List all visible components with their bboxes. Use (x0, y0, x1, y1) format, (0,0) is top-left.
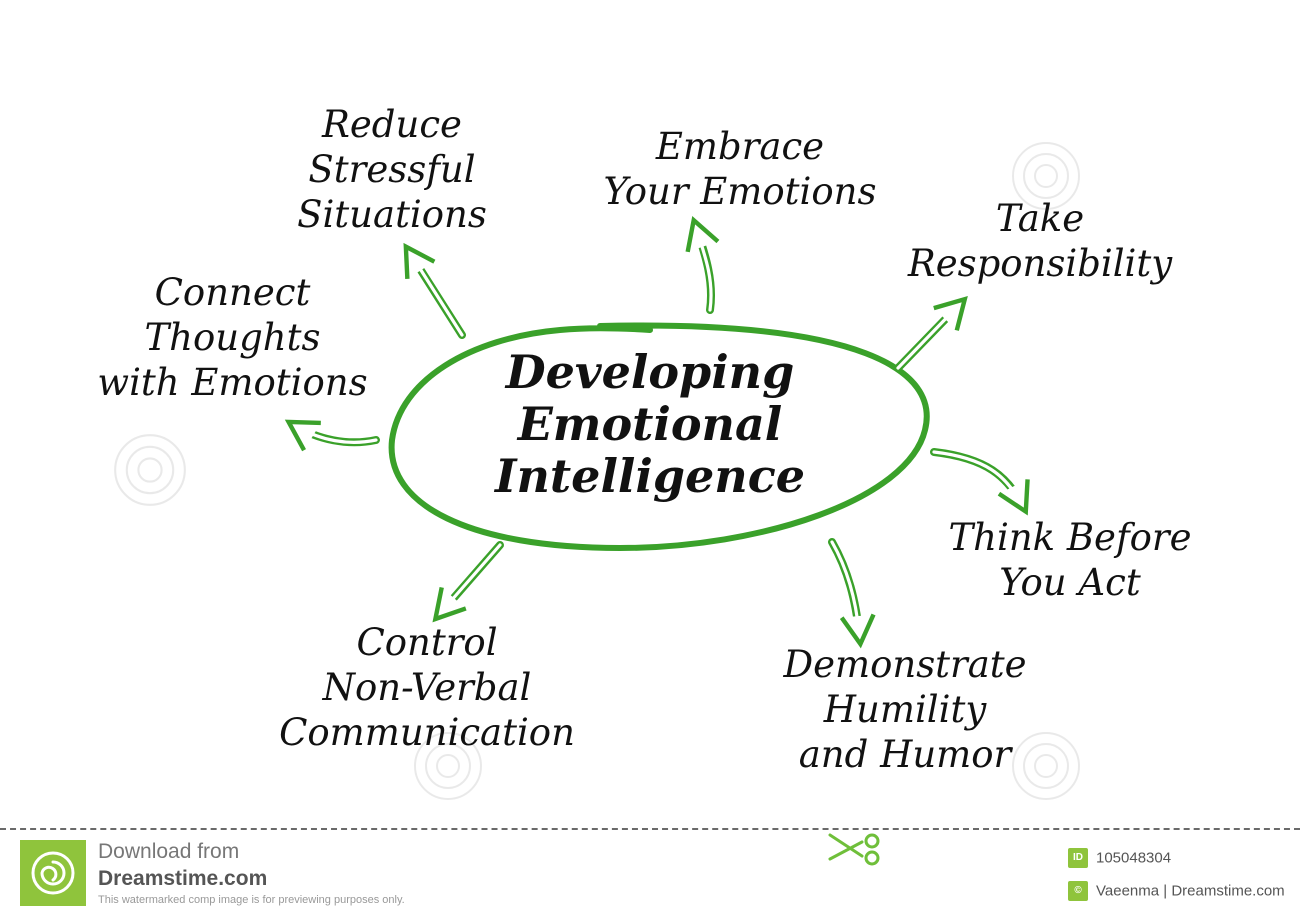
node-line: Think Before (948, 516, 1192, 559)
node-line: Reduce (322, 103, 462, 146)
node-line: Communication (279, 711, 575, 754)
central-line: Emotional (517, 397, 783, 451)
author-row: © Vaeenma | Dreamstime.com (1068, 881, 1285, 901)
node-control-non-verbal-communication: Control Non-Verbal Communication (232, 620, 622, 755)
id-badge: ID (1068, 848, 1088, 868)
center-ellipse (388, 322, 930, 552)
watermark-spiral-icon (414, 732, 482, 800)
watermark-footer: Download from Dreamstime.com This waterm… (0, 828, 1300, 919)
node-demonstrate-humility-and-humor: Demonstrate Humility and Humor (745, 642, 1065, 777)
diagram-graphics (284, 216, 1030, 649)
dreamstime-spiral-icon (31, 851, 75, 895)
watermark-spiral-icon (1012, 732, 1080, 800)
node-think-before-you-act: Think Before You Act (905, 515, 1235, 605)
node-take-responsibility: Take Responsibility (870, 196, 1210, 286)
central-concept: Developing Emotional Intelligence (420, 346, 880, 502)
node-embrace-your-emotions: Embrace Your Emotions (560, 124, 920, 214)
mind-map-diagram: Developing Emotional Intelligence Reduce… (60, 102, 1235, 800)
watermark-spiral-icon (114, 434, 186, 506)
node-line: Responsibility (907, 242, 1173, 285)
node-line: Situations (297, 193, 487, 236)
author-credit: Vaeenma | Dreamstime.com (1096, 882, 1285, 900)
download-from-label: Download from (98, 840, 240, 863)
arrow-to-think-before-act (930, 448, 1030, 516)
node-line: Embrace (655, 125, 825, 168)
node-line: Your Emotions (603, 170, 877, 213)
node-line: Humility (823, 688, 987, 731)
node-line: Non-Verbal (322, 666, 532, 709)
node-line: Demonstrate (783, 643, 1027, 686)
image-id: 105048304 (1096, 849, 1172, 867)
image-id-row: ID 105048304 (1068, 848, 1171, 868)
node-connect-thoughts-with-emotions: Connect Thoughts with Emotions (60, 270, 405, 405)
copyright-badge: © (1068, 881, 1088, 901)
central-line: Intelligence (494, 449, 806, 503)
node-line: Stressful (308, 148, 476, 191)
arrow-to-demonstrate-humility (828, 538, 876, 649)
site-name: Dreamstime.com (98, 867, 268, 890)
watermark-note: This watermarked comp image is for previ… (98, 894, 405, 906)
node-line: Thoughts (144, 316, 321, 359)
watermark-spiral-icon (1012, 142, 1080, 210)
scissors-icon (828, 833, 880, 866)
node-line: and Humor (798, 733, 1012, 776)
node-line: Take (995, 197, 1085, 240)
node-line: Control (356, 621, 498, 664)
node-line: Connect (154, 271, 311, 314)
node-reduce-stressful-situations: Reduce Stressful Situations (262, 102, 522, 237)
node-line: You Act (999, 561, 1141, 604)
node-line: with Emotions (97, 361, 368, 404)
dreamstime-logo (20, 840, 86, 906)
central-line: Developing (505, 345, 795, 399)
